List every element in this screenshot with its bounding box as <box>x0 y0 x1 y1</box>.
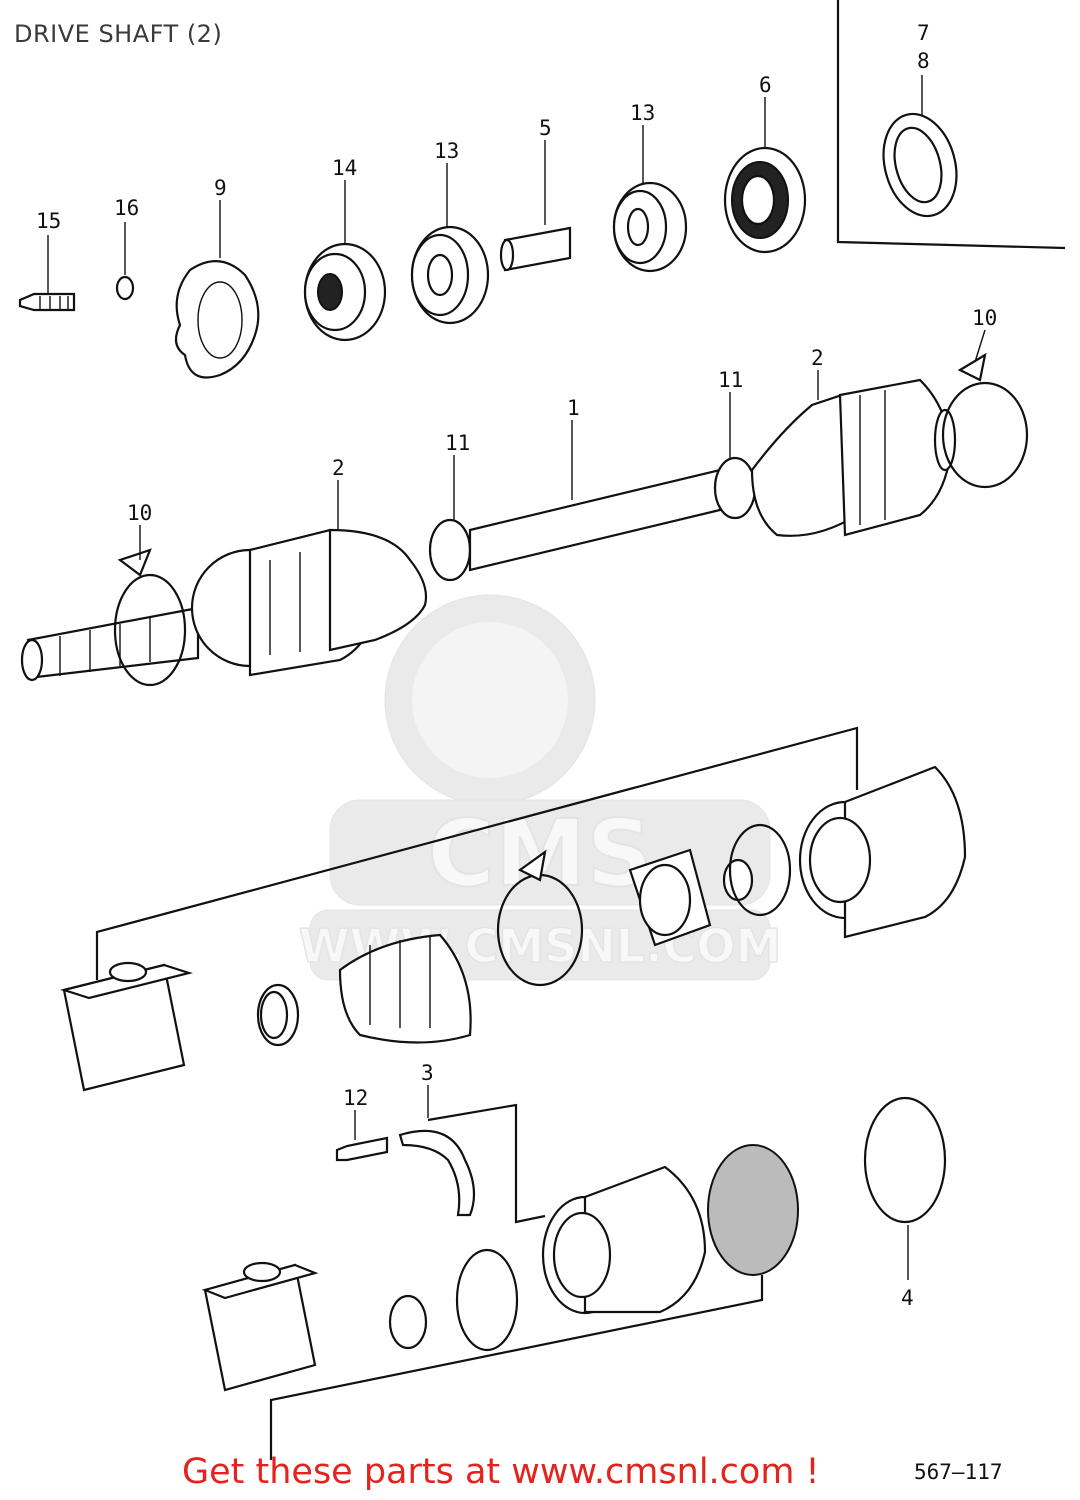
part-oil-seal-6 <box>723 97 807 254</box>
callout-3: 3 <box>421 1061 434 1085</box>
part-bolt-12 <box>335 1110 389 1162</box>
bracket-line-top <box>836 0 1066 250</box>
callout-9: 9 <box>214 176 227 200</box>
part-band-mid-a <box>256 983 300 1047</box>
callout-12: 12 <box>343 1086 368 1110</box>
callout-2a: 2 <box>332 456 345 480</box>
part-screen-bottom <box>707 1144 799 1276</box>
callout-13b: 13 <box>630 101 655 125</box>
callout-11b: 11 <box>718 368 743 392</box>
callout-4: 4 <box>901 1286 914 1310</box>
callout-7: 7 <box>917 21 930 45</box>
callout-13a: 13 <box>434 139 459 163</box>
watermark-brand: CMS <box>427 800 652 907</box>
diagram-title: DRIVE SHAFT (2) <box>14 20 223 48</box>
callout-leaders-main <box>139 329 986 560</box>
part-oil-seal-14 <box>303 180 387 342</box>
part-drive-shaft-assembly <box>20 378 957 682</box>
part-plate-3 <box>398 1085 476 1217</box>
callout-10b: 10 <box>972 306 997 330</box>
part-grease-pack-b <box>201 1261 319 1392</box>
part-boot-mid <box>338 933 472 1044</box>
part-oring-4 <box>863 1096 947 1280</box>
bracket-line-middle <box>95 726 859 980</box>
part-circlip-bottom <box>388 1294 428 1350</box>
callout-5: 5 <box>539 116 552 140</box>
part-collar-5 <box>499 140 572 272</box>
part-bearing-13a <box>410 163 490 325</box>
part-clamp-mid <box>496 849 584 987</box>
cta-link[interactable]: Get these parts at www.cmsnl.com ! <box>182 1452 820 1492</box>
part-grease-pack-a <box>59 961 194 1092</box>
callout-8: 8 <box>917 49 930 73</box>
callout-6: 6 <box>759 73 772 97</box>
bracket-line-bottom <box>269 1275 764 1460</box>
part-boot-band-10a <box>113 548 187 687</box>
part-washer-16 <box>115 222 135 301</box>
part-circlip-mid <box>728 823 792 917</box>
part-housing-bottom <box>541 1165 707 1315</box>
page-code: 567–117 <box>914 1460 1003 1484</box>
part-bearing-13b <box>612 125 688 273</box>
part-bolt-15 <box>18 235 76 312</box>
callout-14: 14 <box>332 156 357 180</box>
callout-11a: 11 <box>445 431 470 455</box>
callout-numbers: 15 16 9 14 13 5 13 6 7 8 10 2 11 1 11 2 … <box>36 21 997 1310</box>
callout-15: 15 <box>36 209 61 233</box>
part-housing-mid <box>798 765 967 939</box>
part-tripod-mid <box>628 848 754 947</box>
callout-16: 16 <box>114 196 139 220</box>
part-ring-7-8 <box>882 75 958 218</box>
part-ring-bottom <box>455 1248 519 1352</box>
part-boot-band-10b <box>941 352 1029 489</box>
bracket-line-bottom-3 <box>427 1103 546 1224</box>
callout-1: 1 <box>567 396 580 420</box>
part-gasket-9 <box>174 200 260 379</box>
callout-2b: 2 <box>811 346 824 370</box>
callout-10a: 10 <box>127 501 152 525</box>
